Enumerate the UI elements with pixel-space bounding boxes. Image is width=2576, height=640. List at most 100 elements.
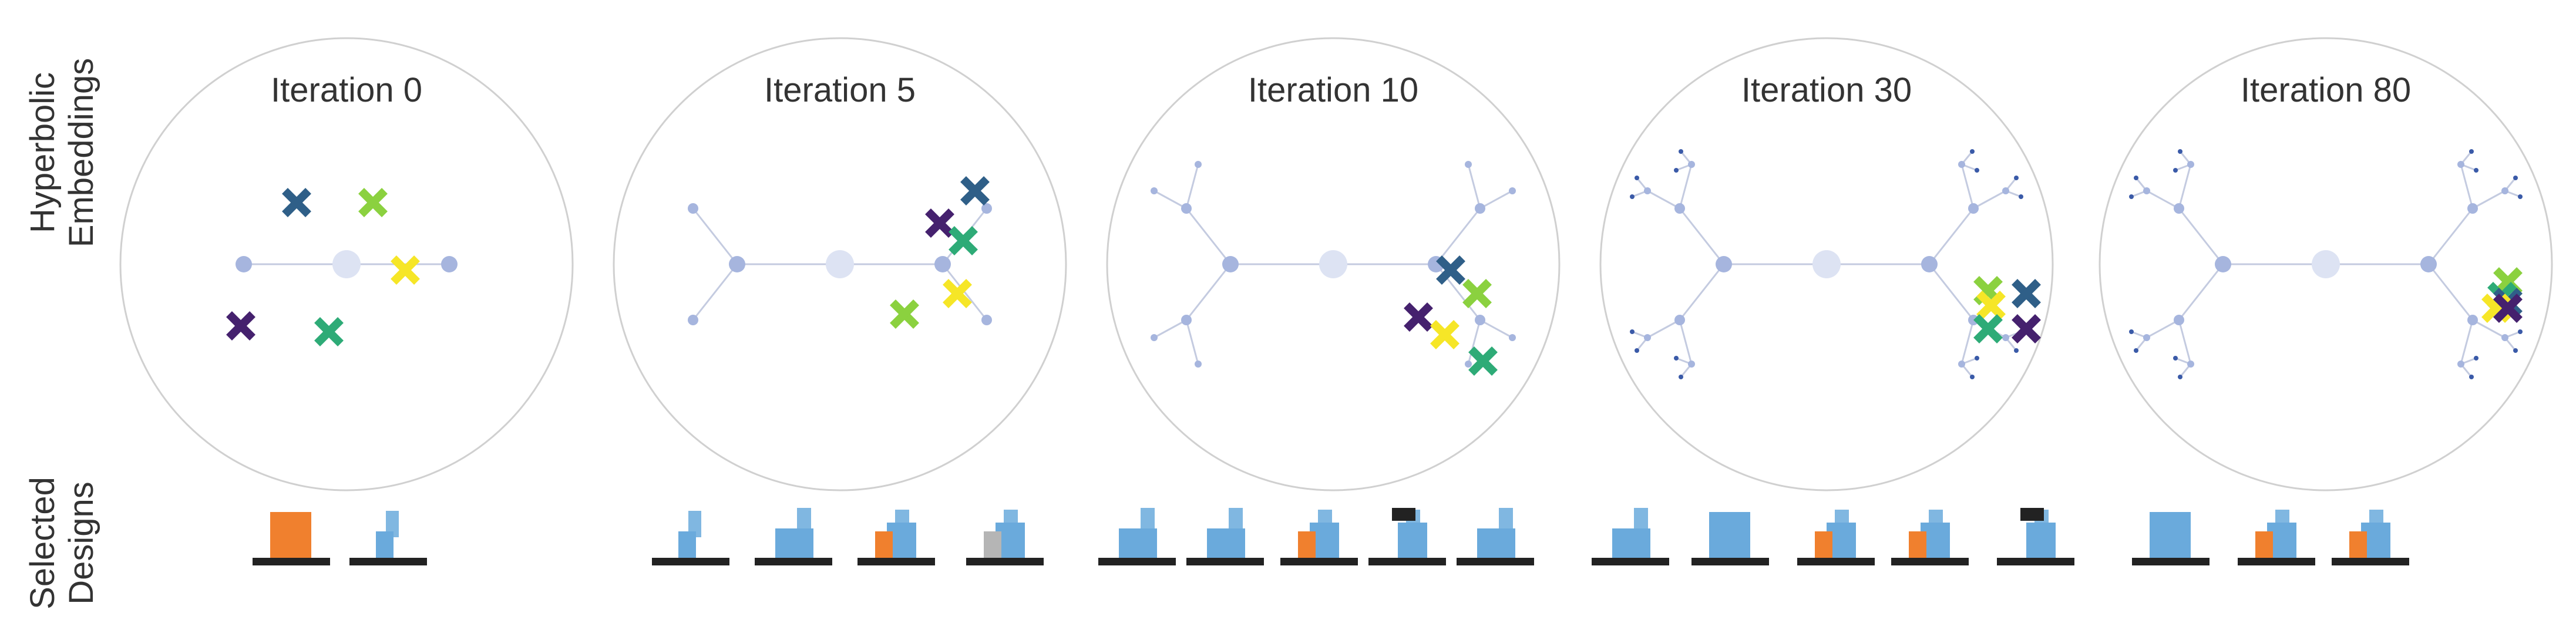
leaf-node <box>2518 194 2523 199</box>
poincare-disk-boundary <box>119 37 574 491</box>
selected-designs-row <box>1592 499 2074 587</box>
tree-edge <box>2146 190 2180 210</box>
leaf-node <box>2513 176 2518 180</box>
design-arm <box>2369 510 2383 533</box>
tree-edge <box>1185 319 1199 365</box>
embedding-marker <box>2012 279 2041 308</box>
tree-node <box>934 256 951 272</box>
tree-edge <box>1928 208 1975 265</box>
tree-edge <box>1467 164 1481 209</box>
tree-edges <box>692 208 988 321</box>
design-thumbnail <box>253 499 335 567</box>
panel-title: Iteration 5 <box>764 71 916 109</box>
tree-node <box>236 256 252 272</box>
tree-node <box>2501 187 2508 194</box>
tree-node <box>2143 187 2150 194</box>
ground-platform <box>652 558 729 565</box>
tree-edge <box>1960 164 1975 209</box>
tree-edge <box>1154 190 1187 210</box>
ground-platform <box>1098 558 1176 565</box>
tree-edge <box>1928 264 1975 321</box>
ground-platform <box>2132 558 2210 565</box>
root-node <box>826 250 854 278</box>
tree-node <box>2215 256 2231 272</box>
iteration-panel: Iteration 0 <box>117 35 576 493</box>
design-accent <box>1909 531 1926 558</box>
tree-node <box>1475 315 1485 325</box>
iteration-panel: Iteration 80 <box>2097 35 2555 493</box>
tree-nodes <box>2129 149 2523 379</box>
leaf-node <box>2513 348 2518 353</box>
design-arm <box>1835 510 1849 533</box>
tree-edge <box>1679 164 1693 209</box>
embedding-marker <box>890 299 919 329</box>
tree-node <box>1509 187 1516 194</box>
ground-platform <box>755 558 832 565</box>
design-accent <box>1298 531 1316 558</box>
tree-node <box>2501 334 2508 341</box>
tree-node <box>2420 256 2437 272</box>
design-thumbnail <box>1797 499 1879 567</box>
tree <box>1630 149 2023 379</box>
ground-platform <box>1797 558 1875 565</box>
tree-edge <box>1467 319 1481 365</box>
leaf-node <box>2178 149 2182 154</box>
root-node <box>1319 250 1347 278</box>
design-thumbnail <box>1186 499 1269 567</box>
tree-edge <box>1479 190 1513 210</box>
ground-platform <box>1891 558 1969 565</box>
tree-node <box>1968 203 1979 214</box>
embedding-marker <box>1973 314 2003 343</box>
row-label-line-1: Selected <box>23 477 62 609</box>
leaf-node <box>1679 149 1683 154</box>
poincare-disk-boundary <box>613 37 1067 491</box>
embedding-marker <box>358 188 388 217</box>
leaf-node <box>2129 329 2134 334</box>
design-arm <box>2275 510 2289 533</box>
ground-platform <box>2238 558 2315 565</box>
iteration-panel: Iteration 10 <box>1104 35 1562 493</box>
design-thumbnail <box>2238 499 2320 567</box>
design-thumbnail <box>1691 499 1774 567</box>
leaf-node <box>1635 176 1639 180</box>
leaf-node <box>1674 168 1679 173</box>
ground-platform <box>966 558 1044 565</box>
tree-node <box>2002 334 2009 341</box>
tree-edge <box>2178 208 2224 265</box>
tree-edge <box>2427 208 2474 265</box>
ground-platform <box>2332 558 2409 565</box>
row-label-line-2: Embeddings <box>62 58 100 248</box>
leaf-node <box>1970 375 1975 379</box>
selected-designs-row <box>611 499 1069 587</box>
ground-platform <box>1457 558 1534 565</box>
ground-platform <box>1186 558 1264 565</box>
tree-node <box>729 256 745 272</box>
tree-node <box>2187 161 2194 168</box>
design-body <box>2150 512 2191 558</box>
design-thumbnail <box>1891 499 1973 567</box>
tree-edge <box>1435 208 1481 265</box>
tree-node <box>1958 161 1965 168</box>
tree-edge <box>2178 319 2192 365</box>
design-arm <box>688 511 701 537</box>
tree-node <box>688 315 698 325</box>
iteration-panel: Iteration 30 <box>1598 35 2056 493</box>
tree-node <box>2143 334 2150 341</box>
design-arm <box>1499 508 1513 537</box>
leaf-node <box>1975 356 1979 361</box>
tree-edge <box>2460 164 2474 209</box>
design-thumbnail <box>1280 499 1363 567</box>
tree-node <box>1509 334 1516 341</box>
design-accent <box>1815 531 1832 558</box>
ground-platform <box>1997 558 2074 565</box>
design-thumbnail <box>349 499 432 567</box>
tree-node <box>1716 256 1732 272</box>
embedding-marker <box>226 311 255 341</box>
tree-node <box>2174 203 2184 214</box>
poincare-disk-plot <box>1599 37 2054 491</box>
tree-edge <box>1185 264 1232 321</box>
root-node <box>1812 250 1841 278</box>
embedding-marker <box>1462 279 1492 308</box>
tree-node <box>1475 203 1485 214</box>
leaf-node <box>2014 348 2019 353</box>
